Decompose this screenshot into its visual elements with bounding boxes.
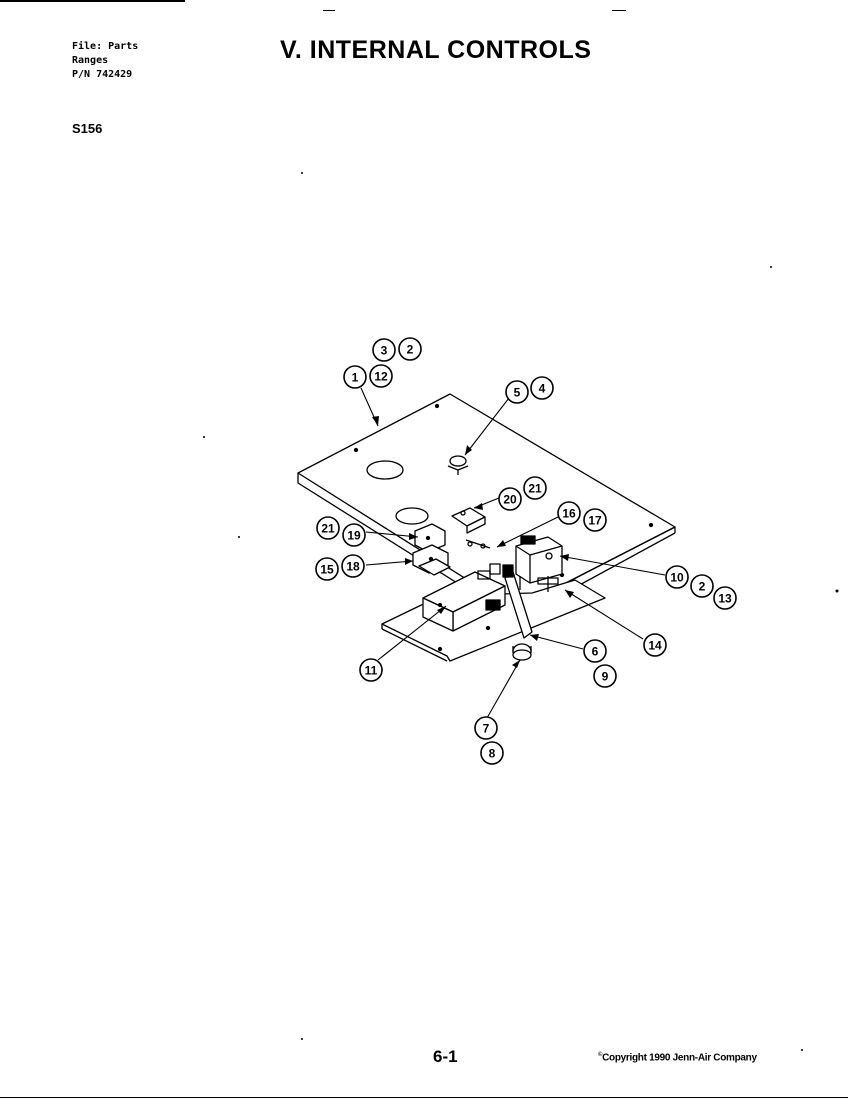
- category-label: Ranges: [72, 55, 109, 66]
- callout-18: 18: [341, 554, 365, 578]
- svg-text:9: 9: [602, 670, 609, 684]
- svg-text:16: 16: [562, 507, 576, 521]
- model-number: S156: [72, 121, 103, 136]
- svg-text:2: 2: [699, 580, 706, 594]
- knob-hole: [395, 507, 429, 525]
- part-number: P/N 742429: [72, 69, 133, 80]
- callout-11: 11: [359, 658, 383, 682]
- callout-4: 4: [530, 376, 554, 400]
- callout-12: 12: [369, 364, 393, 388]
- copyright-symbol: ©: [598, 1052, 603, 1058]
- file-info: File: Parts Ranges P/N 742429: [72, 40, 138, 82]
- switch-housing: [422, 563, 506, 632]
- leader-arrows: [372, 416, 574, 668]
- file-label: File: Parts: [72, 41, 139, 52]
- leader-lines: [360, 387, 666, 719]
- svg-text:11: 11: [365, 664, 378, 678]
- svg-text:5: 5: [514, 386, 521, 400]
- callout-6: 6: [583, 639, 607, 663]
- callout-2: 2: [690, 574, 714, 598]
- callout-9: 9: [593, 664, 617, 688]
- callout-3: 3: [372, 338, 396, 362]
- callout-13: 13: [713, 586, 737, 610]
- callout-20: 20: [498, 487, 522, 511]
- svg-text:3: 3: [381, 344, 388, 358]
- relay-stack: [412, 523, 451, 576]
- callout-14: 14: [643, 633, 667, 657]
- callouts: 3 2 1 12 5 4 20 21 16 17 21 19 15 18 10 …: [315, 337, 737, 765]
- svg-text:2: 2: [407, 343, 414, 357]
- page-number: 6-1: [433, 1047, 458, 1066]
- svg-text:1: 1: [352, 371, 359, 385]
- bottom-rule: [0, 1097, 848, 1098]
- callout-16: 16: [557, 501, 581, 525]
- shaft-assembly: [502, 564, 533, 661]
- callout-2: 2: [398, 337, 422, 361]
- svg-text:15: 15: [320, 563, 334, 577]
- callout-21: 21: [316, 516, 340, 540]
- callout-8: 8: [480, 741, 504, 765]
- callout-21: 21: [523, 476, 547, 500]
- callout-10: 10: [665, 565, 689, 589]
- svg-text:12: 12: [374, 370, 388, 384]
- svg-text:13: 13: [718, 592, 732, 606]
- top-rule: [0, 0, 185, 2]
- signal-light: [447, 455, 469, 475]
- svg-text:7: 7: [483, 722, 490, 736]
- callout-1: 1: [343, 365, 367, 389]
- knob-hole: [366, 460, 404, 480]
- svg-text:6: 6: [592, 645, 599, 659]
- svg-text:19: 19: [347, 529, 361, 543]
- svg-text:4: 4: [539, 382, 546, 396]
- svg-text:21: 21: [528, 482, 542, 496]
- terminal-block: [451, 507, 491, 549]
- callout-5: 5: [505, 380, 529, 404]
- svg-text:21: 21: [321, 522, 335, 536]
- svg-text:10: 10: [670, 571, 684, 585]
- callout-19: 19: [342, 523, 366, 547]
- svg-text:8: 8: [489, 747, 496, 761]
- svg-text:18: 18: [346, 560, 360, 574]
- copyright-notice: ©Copyright 1990 Jenn-Air Company: [598, 1052, 757, 1063]
- svg-text:20: 20: [503, 493, 517, 507]
- copyright-text: Copyright 1990 Jenn-Air Company: [602, 1052, 757, 1064]
- page-title: V. INTERNAL CONTROLS: [280, 36, 592, 64]
- callout-15: 15: [315, 557, 339, 581]
- callout-7: 7: [474, 716, 498, 740]
- svg-text:14: 14: [648, 639, 662, 653]
- infinite-switch: [515, 535, 563, 592]
- callout-17: 17: [583, 508, 607, 532]
- scan-specks: [203, 10, 839, 1051]
- svg-text:17: 17: [588, 514, 602, 528]
